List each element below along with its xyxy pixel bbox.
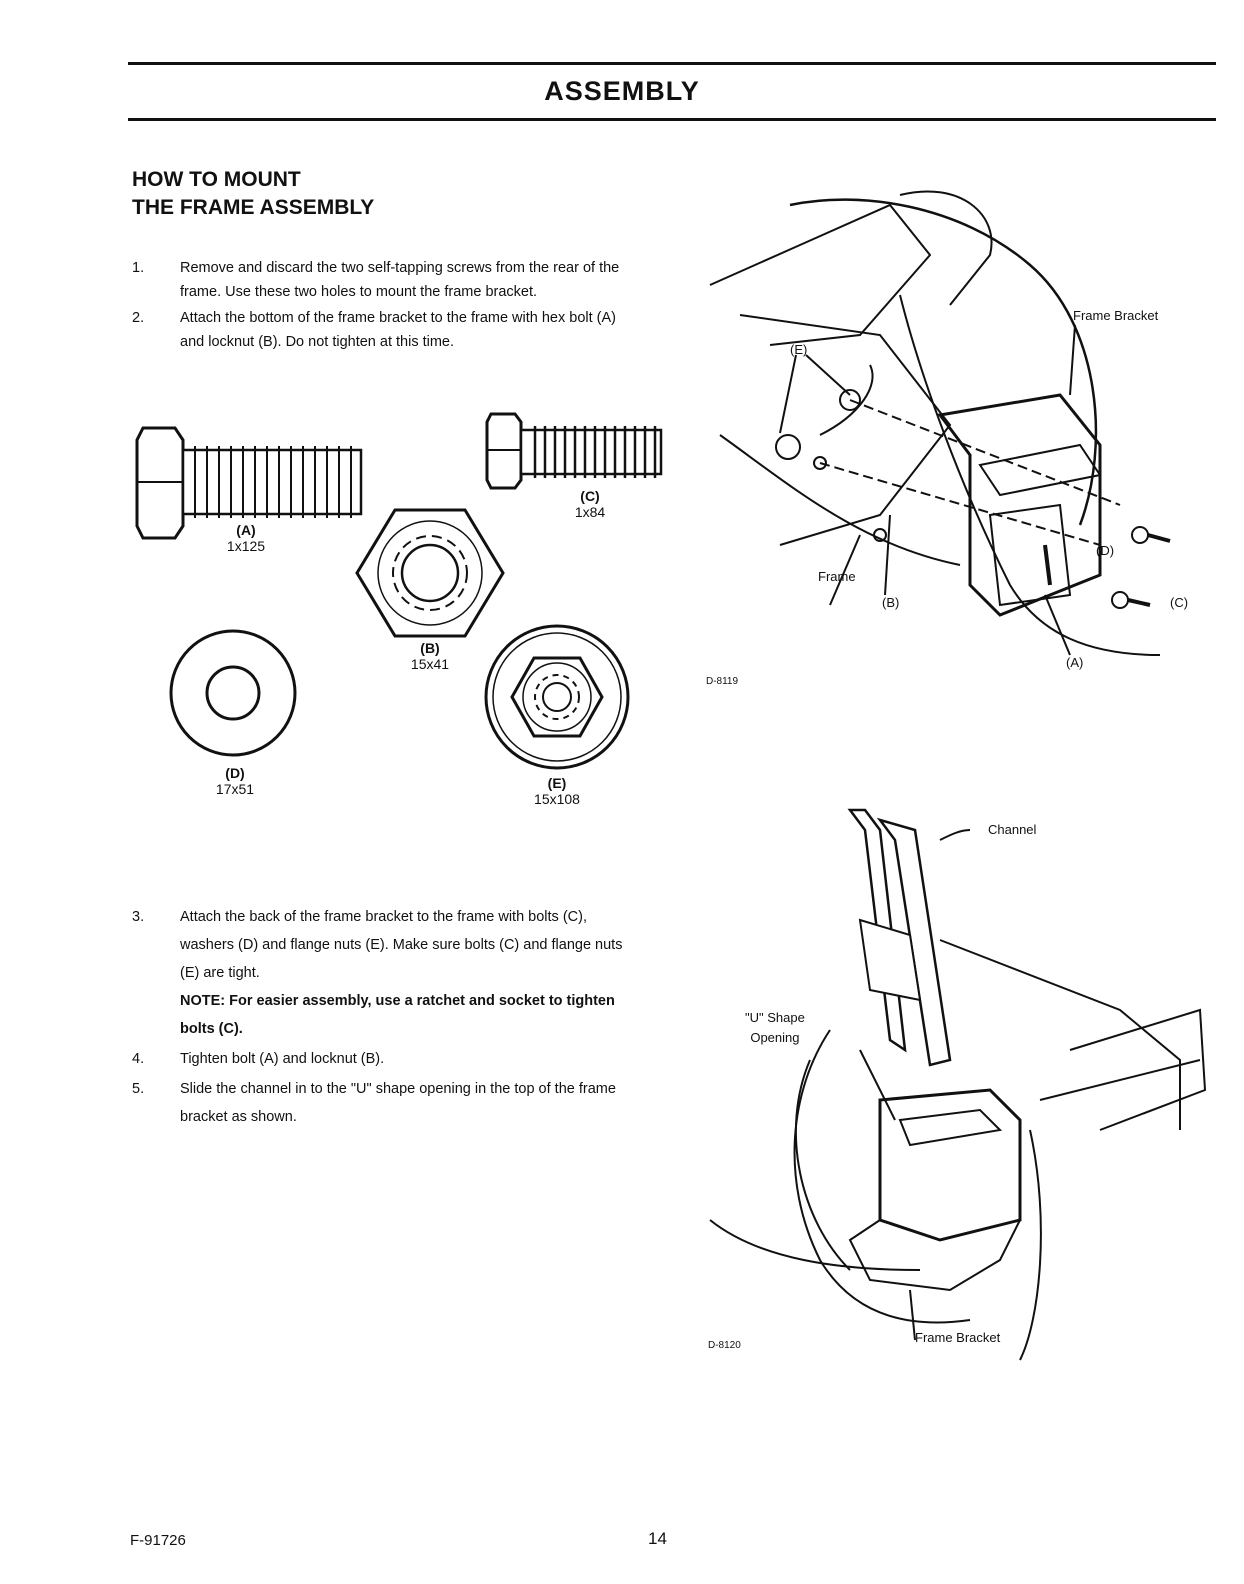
fig2-code: D-8120 [708,1340,741,1351]
hex-bolt-c-icon [485,412,663,490]
step-number: 3. [132,909,145,925]
step-2: 2. Attach the bottom of the frame bracke… [132,306,642,354]
fig2-label-frame-bracket: Frame Bracket [915,1330,1001,1345]
step-number: 1. [132,260,145,276]
hardware-letter: (A) [236,522,256,538]
steps-top: 1. Remove and discard the two self-tappi… [132,256,642,356]
steps-bottom: 3. Attach the back of the frame bracket … [132,903,644,1133]
heading-line-2: THE FRAME ASSEMBLY [132,196,375,219]
hardware-label-e: (E) 15x108 [530,775,584,807]
hardware-size: 15x41 [410,656,450,672]
hardware-size: 1x84 [574,504,606,520]
hardware-size: 1x125 [226,538,266,554]
fig1-code: D-8119 [706,676,739,687]
step-text: Tighten bolt (A) and locknut (B). [180,1051,385,1067]
channel-illustration [709,808,1207,1361]
hardware-letter: (B) [420,640,440,656]
fig2-label-channel: Channel [988,822,1037,837]
fig1-label-d: (D) [1096,543,1115,558]
step-text: Attach the back of the frame bracket to … [180,909,623,981]
step-4: 4. Tighten bolt (A) and locknut (B). [132,1045,644,1073]
step-note: NOTE: For easier assembly, use a ratchet… [180,993,615,1037]
fig1-label-frame: Frame [818,569,856,584]
hardware-label-b: (B) 15x41 [405,640,455,672]
hardware-size: 15x108 [534,791,580,807]
step-3: 3. Attach the back of the frame bracket … [132,903,644,1043]
frame-bracket-illustration [709,190,1171,656]
hardware-label-a: (A) 1x125 [226,522,266,554]
step-text: Slide the channel in to the "U" shape op… [180,1081,616,1125]
flat-washer-d-icon [169,629,297,757]
fig1-label-b: (B) [882,595,900,610]
hex-bolt-a-icon [135,426,363,540]
fig1-label-c: (C) [1170,595,1189,610]
title-rule [128,118,1216,121]
document-code: F-91726 [130,1532,186,1549]
hardware-letter: (D) [225,765,245,781]
hex-nut-b-icon [355,508,505,638]
hardware-label-c: (C) 1x84 [568,488,612,520]
page-number: 14 [648,1529,667,1548]
fig2-label-u-shape-line-2: Opening [750,1030,800,1045]
step-number: 5. [132,1081,145,1097]
fig1-label-a: (A) [1066,655,1084,670]
hardware-label-d: (D) 17x51 [213,765,257,797]
step-number: 4. [132,1051,145,1067]
flange-nut-e-icon [484,624,630,770]
fig2-label-u-shape-line-1: "U" Shape [745,1010,805,1025]
fig1-label-e: (E) [790,342,808,357]
hardware-size: 17x51 [215,781,255,797]
step-text: Attach the bottom of the frame bracket t… [180,310,617,350]
step-5: 5. Slide the channel in to the "U" shape… [132,1075,644,1131]
step-text: Remove and discard the two self-tapping … [180,260,620,300]
fig1-label-frame-bracket: Frame Bracket [1073,308,1159,323]
fig2-label-u-shape: "U" Shape Opening [745,1008,805,1048]
step-1: 1. Remove and discard the two self-tappi… [132,256,642,304]
section-heading: HOW TO MOUNT THE FRAME ASSEMBLY [132,166,374,222]
top-rule [128,62,1216,65]
page-title: ASSEMBLY [544,76,700,106]
heading-line-1: HOW TO MOUNT [132,168,301,191]
hardware-letter: (C) [580,488,600,504]
step-number: 2. [132,310,145,326]
hardware-letter: (E) [547,775,567,791]
